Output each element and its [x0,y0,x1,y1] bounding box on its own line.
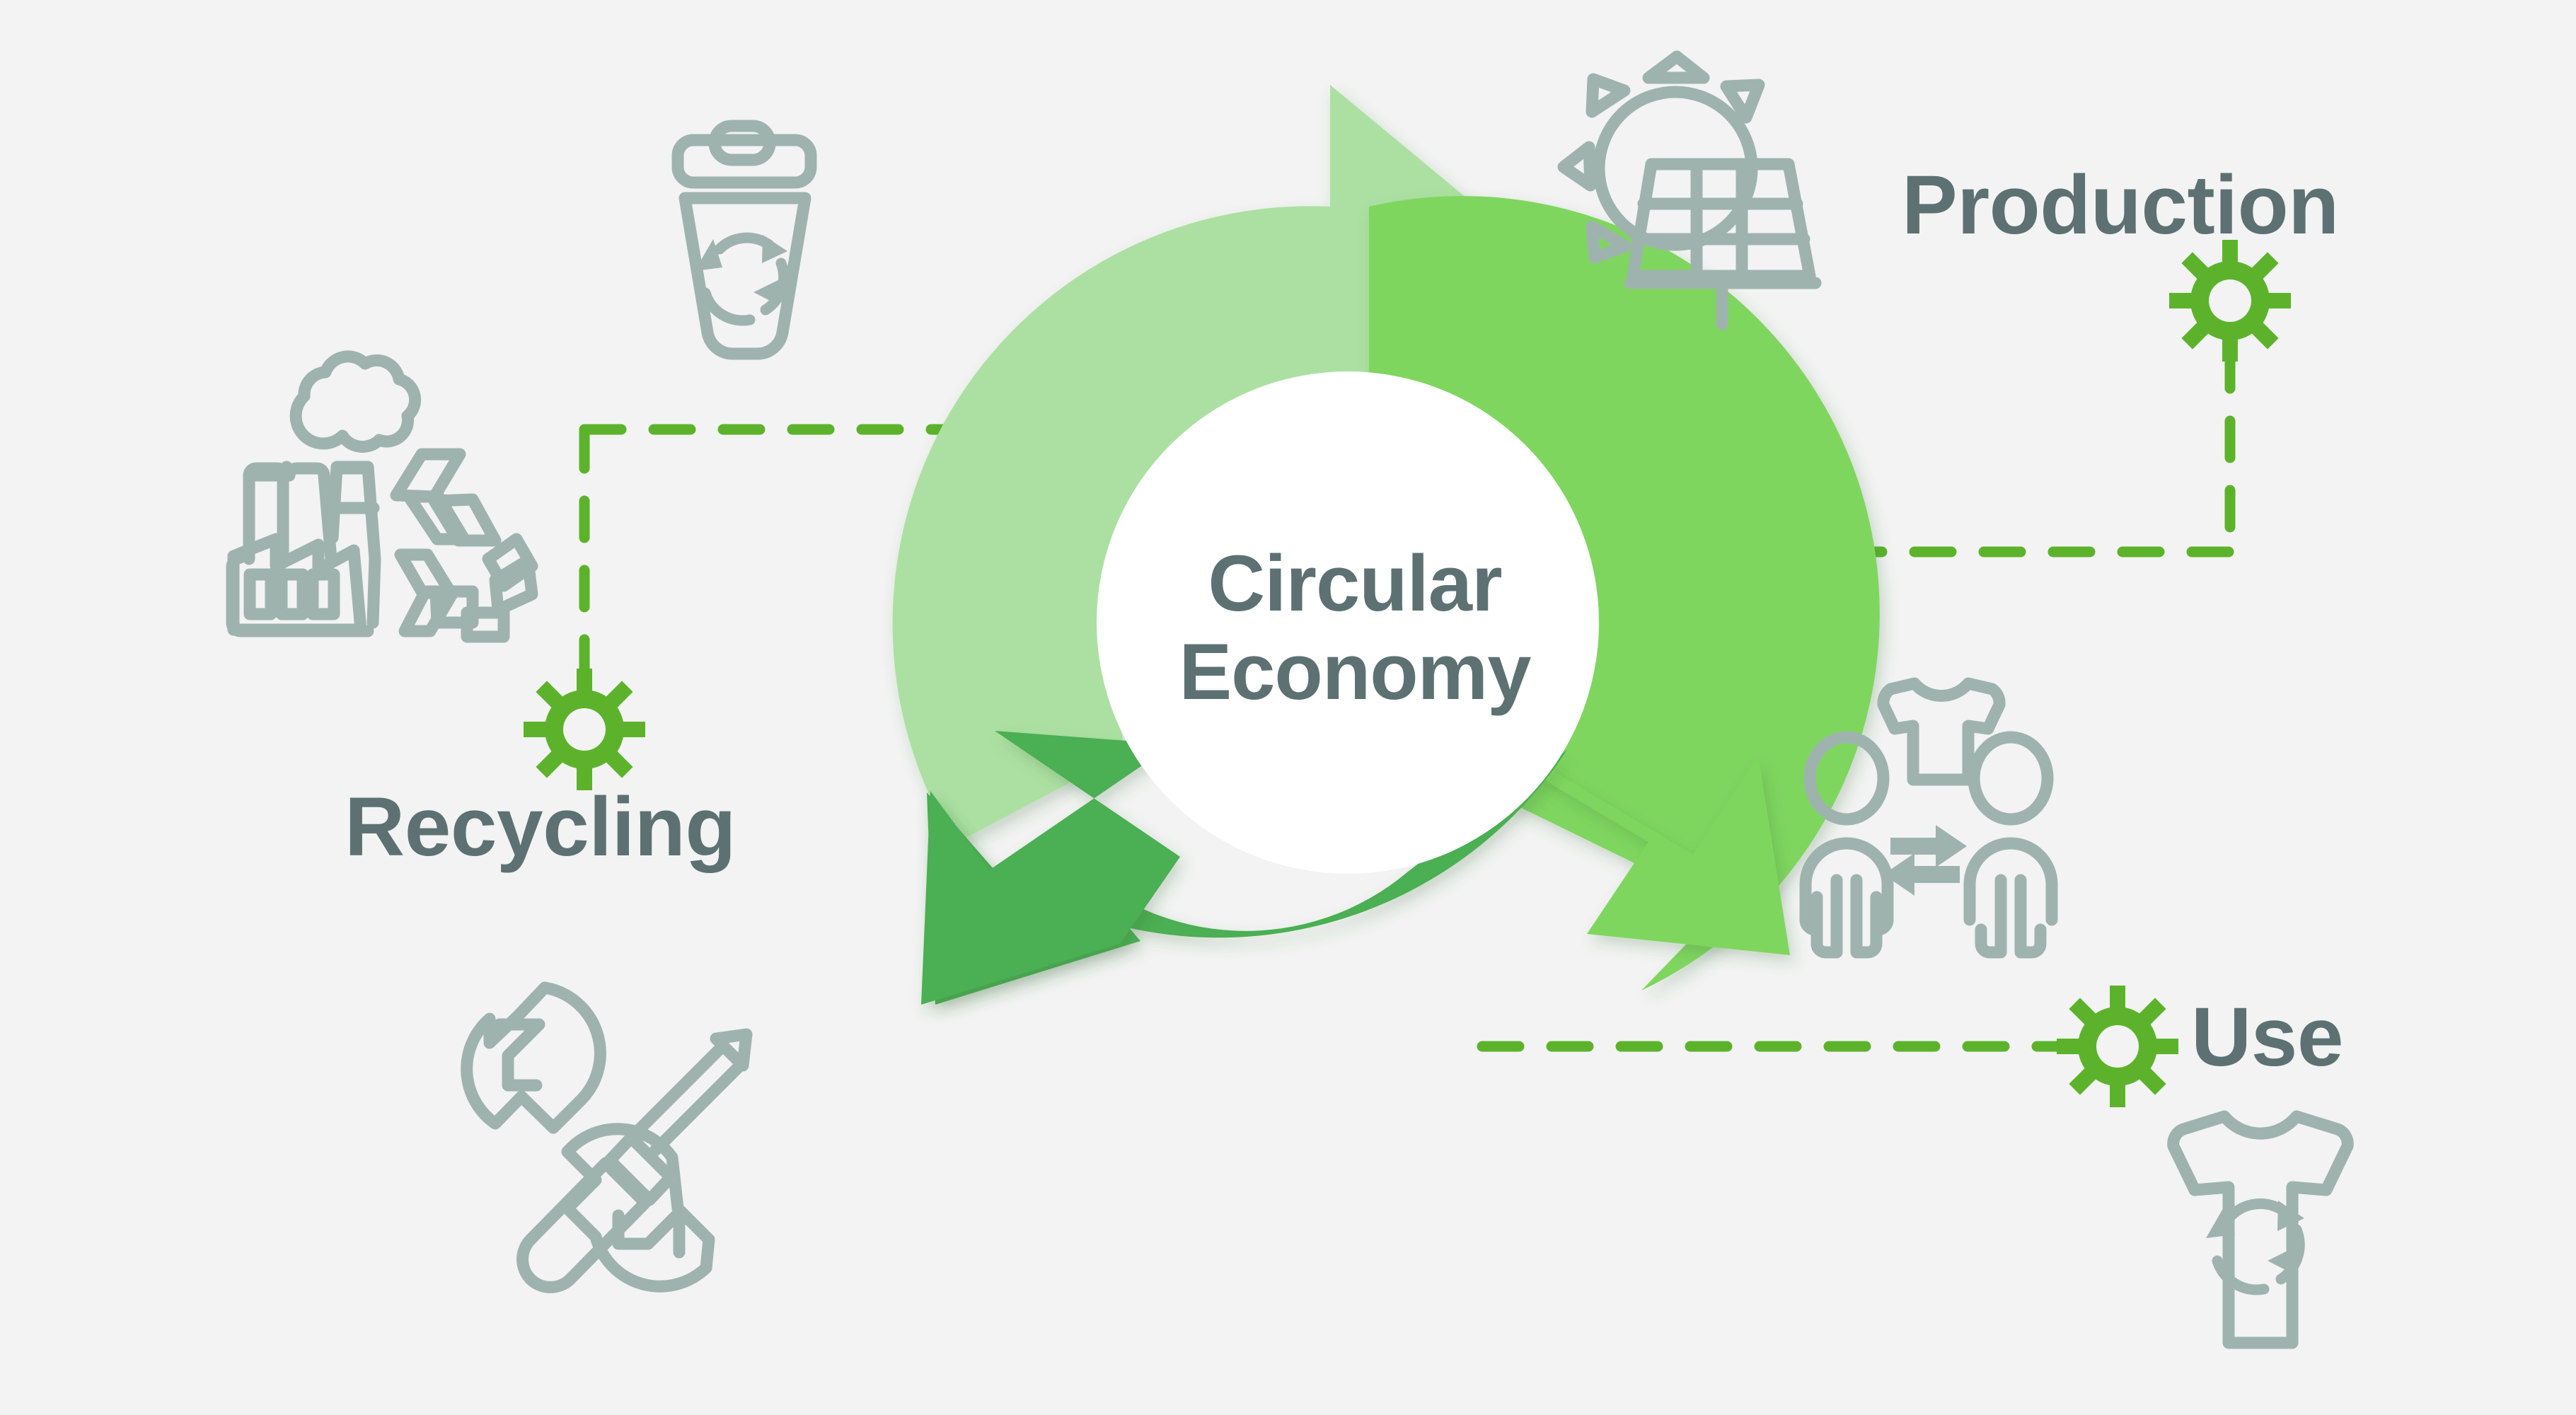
people-exchange-shirt-icon [1799,677,2058,959]
solar-panel-sun-icon [1557,50,1822,330]
stage-label-production: Production [1902,158,2339,252]
tshirt-recycle-icon [2167,1110,2354,1349]
cycle-arrow-ring [892,85,1880,1005]
factory-recycling-icon [226,350,538,643]
dashed-connector-recycling [579,424,976,703]
center-title-line-2: Economy [1179,628,1531,717]
page-title: Circular Economy [1075,539,1634,717]
center-title-line-1: Circular [1208,539,1502,628]
gear-icon-recycling[interactable] [524,669,645,790]
tools-wrench-screwdriver-icon [461,981,753,1293]
gear-icon-production[interactable] [2169,240,2291,362]
arrow-production-head [1456,727,1790,955]
arrow-use-head [921,731,1180,1005]
trash-bin-recycle-icon [671,120,817,360]
center-disc [1097,371,1599,874]
stage-label-recycling: Recycling [345,780,736,874]
gear-icon-use[interactable] [2057,986,2178,1107]
stage-label-use: Use [2191,990,2343,1084]
dashed-connector-production [1735,346,2236,558]
